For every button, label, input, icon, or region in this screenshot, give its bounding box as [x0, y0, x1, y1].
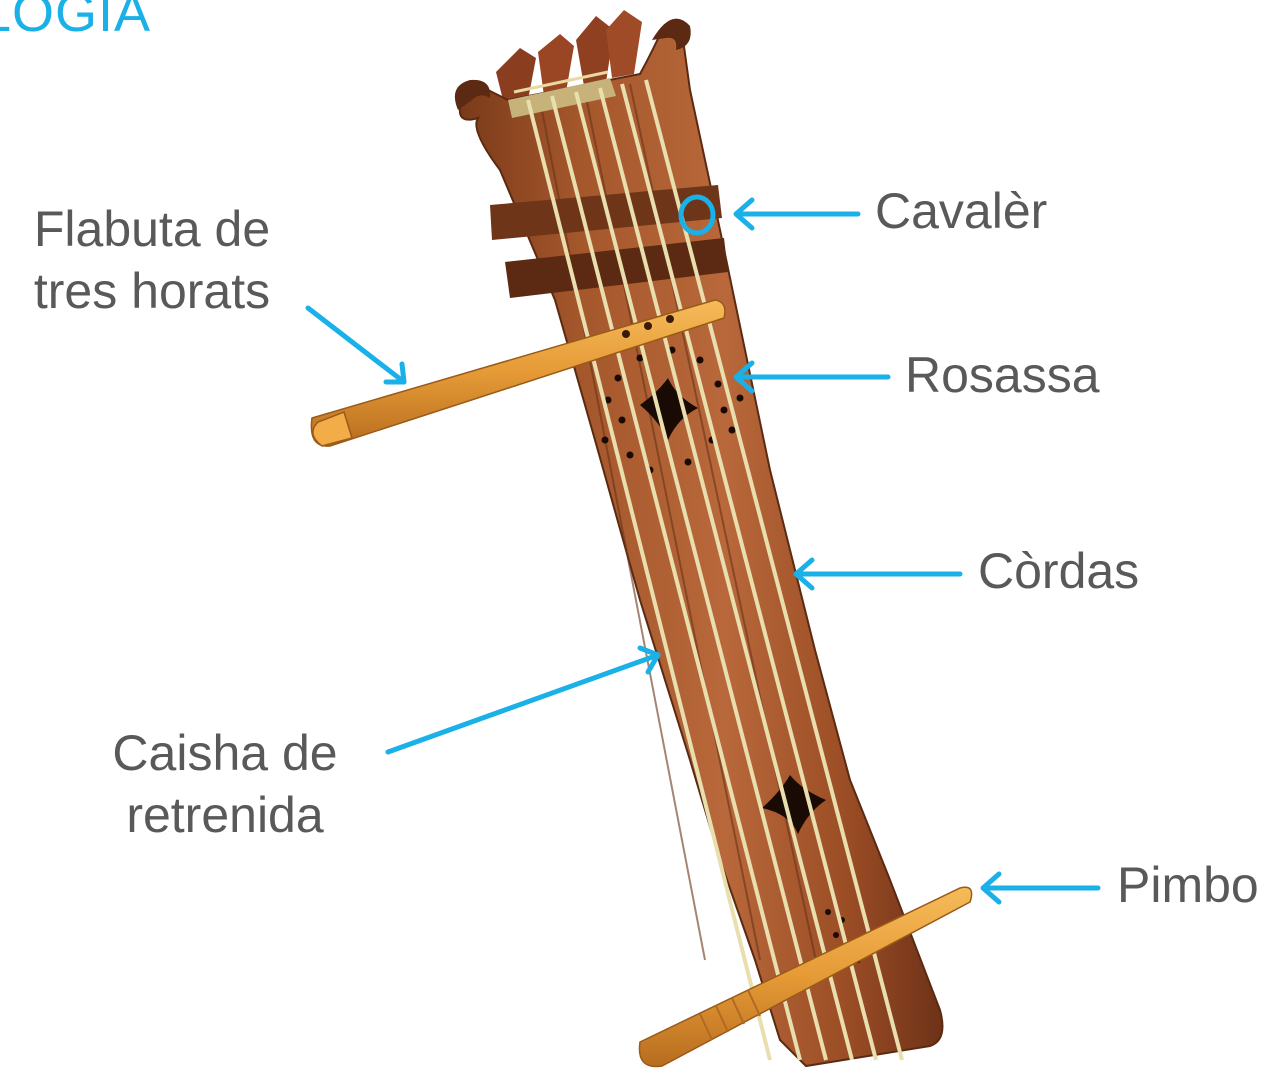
cavaler-marker-ring — [678, 194, 716, 236]
caisha-label: Caisha de retrenida — [100, 722, 350, 846]
cavaler-label: Cavalèr — [875, 183, 1048, 239]
caisha-label-line2: retrenida — [126, 787, 324, 843]
drumstick — [638, 886, 973, 1068]
flabuta-label: Flabuta de tres horats — [22, 198, 282, 322]
cordas-label: Còrdas — [978, 543, 1140, 599]
callout-arrows — [305, 194, 1101, 905]
rosassa-label: Rosassa — [905, 347, 1100, 403]
flabuta-label-line1: Flabuta de — [33, 201, 271, 257]
flute — [310, 299, 726, 447]
soundbox-body — [458, 22, 944, 1068]
bridge-bar-lower — [505, 238, 728, 298]
pimbo-label: Pimbo — [1117, 857, 1259, 913]
page-title: OLOGIA — [0, 0, 152, 43]
flabuta-label-line2: tres horats — [33, 263, 271, 319]
strings — [526, 79, 904, 1061]
caisha-label-line1: Caisha de — [112, 725, 338, 781]
